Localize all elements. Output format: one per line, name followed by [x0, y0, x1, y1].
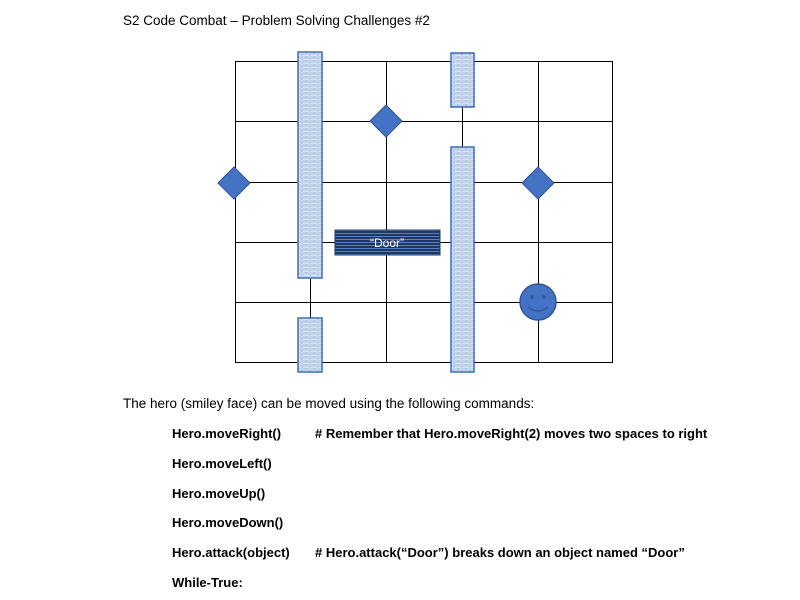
command-move-up: Hero.moveUp(): [172, 486, 266, 501]
command-move-down: Hero.moveDown(): [172, 515, 284, 530]
gem-icon: [217, 166, 251, 200]
command-attack: Hero.attack(object): [172, 545, 290, 560]
maze-grid: [235, 61, 613, 363]
brick-wall: [297, 51, 323, 279]
command-move-left: Hero.moveLeft(): [172, 456, 272, 471]
command-comment: # Remember that Hero.moveRight(2) moves …: [315, 426, 708, 441]
intro-text: The hero (smiley face) can be moved usin…: [123, 396, 535, 411]
page-title: S2 Code Combat – Problem Solving Challen…: [123, 13, 430, 28]
brick-wall: [450, 52, 475, 108]
command-move-right: Hero.moveRight(): [172, 426, 282, 441]
gem-icon: [521, 166, 555, 200]
door-object: “Door”: [334, 229, 441, 256]
command-while-true: While-True:: [172, 575, 243, 590]
door-label: “Door”: [370, 236, 404, 250]
gem-icon: [369, 104, 403, 138]
hero-smiley-icon: [519, 283, 557, 321]
brick-wall: [297, 317, 323, 373]
maze-diagram: “Door”: [217, 51, 613, 373]
brick-wall: [450, 146, 475, 373]
command-comment: # Hero.attack(“Door”) breaks down an obj…: [315, 545, 685, 560]
